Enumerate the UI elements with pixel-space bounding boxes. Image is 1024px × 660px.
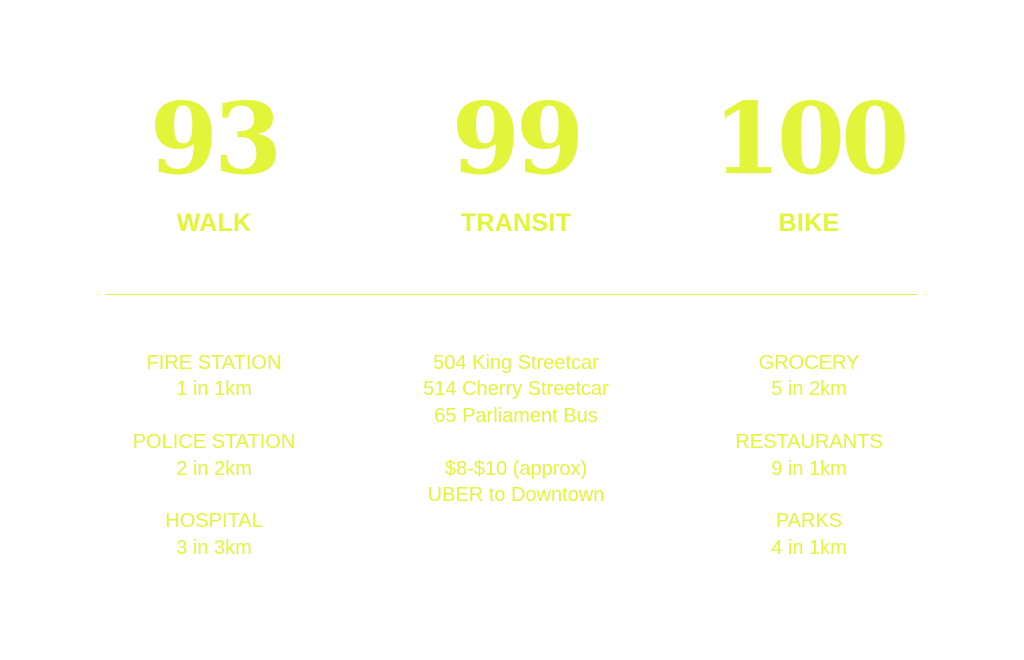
amenity-detail: 4 in 1km [771, 536, 847, 559]
walk-score-label: WALK [176, 209, 252, 237]
transit-routes: 504 King Streetcar 514 Cherry Streetcar … [366, 350, 666, 429]
amenity-detail: 2 in 2km [176, 457, 252, 480]
amenity-detail: 5 in 2km [771, 378, 847, 401]
transit-score: 99 TRANSIT [366, 84, 666, 238]
amenity-parks: PARKS 4 in 1km [659, 508, 959, 561]
bike-score-label: BIKE [778, 209, 840, 237]
amenity-grocery: GROCERY 5 in 2km [659, 350, 959, 403]
amenity-hospital: HOSPITAL 3 in 3km [64, 508, 364, 561]
transit-info: 504 King Streetcar 514 Cherry Streetcar … [366, 350, 666, 535]
amenity-fire-station: FIRE STATION 1 in 1km [64, 350, 364, 403]
transit-score-value: 99 [451, 82, 584, 197]
divider [106, 294, 917, 295]
bike-score: 100 BIKE [659, 84, 959, 238]
amenity-name: POLICE STATION [132, 431, 296, 454]
amenity-name: HOSPITAL [165, 510, 263, 533]
transit-route: 65 Parliament Bus [434, 404, 598, 427]
amenity-detail: 1 in 1km [176, 378, 252, 401]
walk-score: 93 WALK [64, 84, 364, 238]
transit-score-label: TRANSIT [460, 209, 572, 237]
bike-score-value: 100 [712, 82, 910, 197]
transit-uber: $8-$10 (approx) UBER to Downtown [366, 456, 666, 509]
transit-route: 514 Cherry Streetcar [423, 378, 609, 401]
uber-destination: UBER to Downtown [427, 484, 605, 507]
amenity-police-station: POLICE STATION 2 in 2km [64, 429, 364, 482]
uber-price: $8-$10 (approx) [444, 457, 588, 480]
walk-amenities: FIRE STATION 1 in 1km POLICE STATION 2 i… [64, 350, 364, 588]
amenity-name: GROCERY [758, 352, 860, 374]
transit-route: 504 King Streetcar [433, 352, 599, 374]
amenity-name: RESTAURANTS [735, 431, 883, 454]
walk-score-value: 93 [149, 82, 282, 197]
amenity-detail: 3 in 3km [176, 536, 252, 559]
amenity-restaurants: RESTAURANTS 9 in 1km [659, 429, 959, 482]
amenity-name: FIRE STATION [146, 352, 282, 374]
amenity-name: PARKS [775, 510, 843, 533]
amenity-detail: 9 in 1km [771, 457, 847, 480]
bike-amenities: GROCERY 5 in 2km RESTAURANTS 9 in 1km PA… [659, 350, 959, 588]
